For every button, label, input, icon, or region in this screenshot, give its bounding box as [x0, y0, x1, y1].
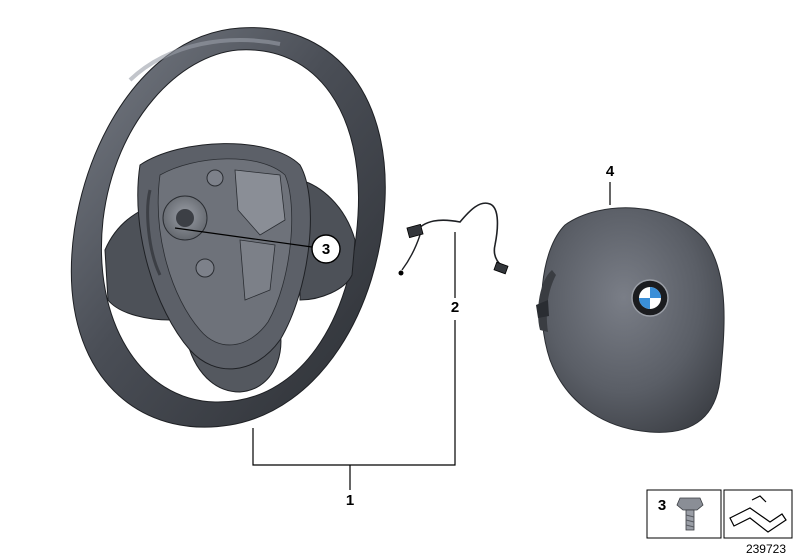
callout-wiring-harness: 2 — [451, 299, 459, 316]
steering-wheel-rim — [70, 27, 386, 428]
steering-wheel — [70, 27, 386, 428]
callout-screw: 3 — [311, 234, 341, 264]
bracket-symbol-icon — [729, 507, 787, 533]
bmw-logo — [631, 279, 669, 317]
wiring-harness — [398, 202, 509, 298]
svg-text:3: 3 — [322, 241, 330, 258]
airbag-module — [536, 182, 725, 433]
airbag-cover — [541, 207, 725, 433]
diagram-number: 239723 — [746, 542, 786, 556]
callout-steering-wheel: 1 — [346, 492, 354, 509]
screw-icon — [676, 497, 704, 531]
symbol-box — [723, 489, 793, 539]
screw-legend: 3 — [646, 489, 722, 539]
assembly-bracket — [252, 320, 456, 466]
callout-airbag-module: 4 — [606, 163, 615, 180]
svg-text:3: 3 — [658, 497, 666, 514]
